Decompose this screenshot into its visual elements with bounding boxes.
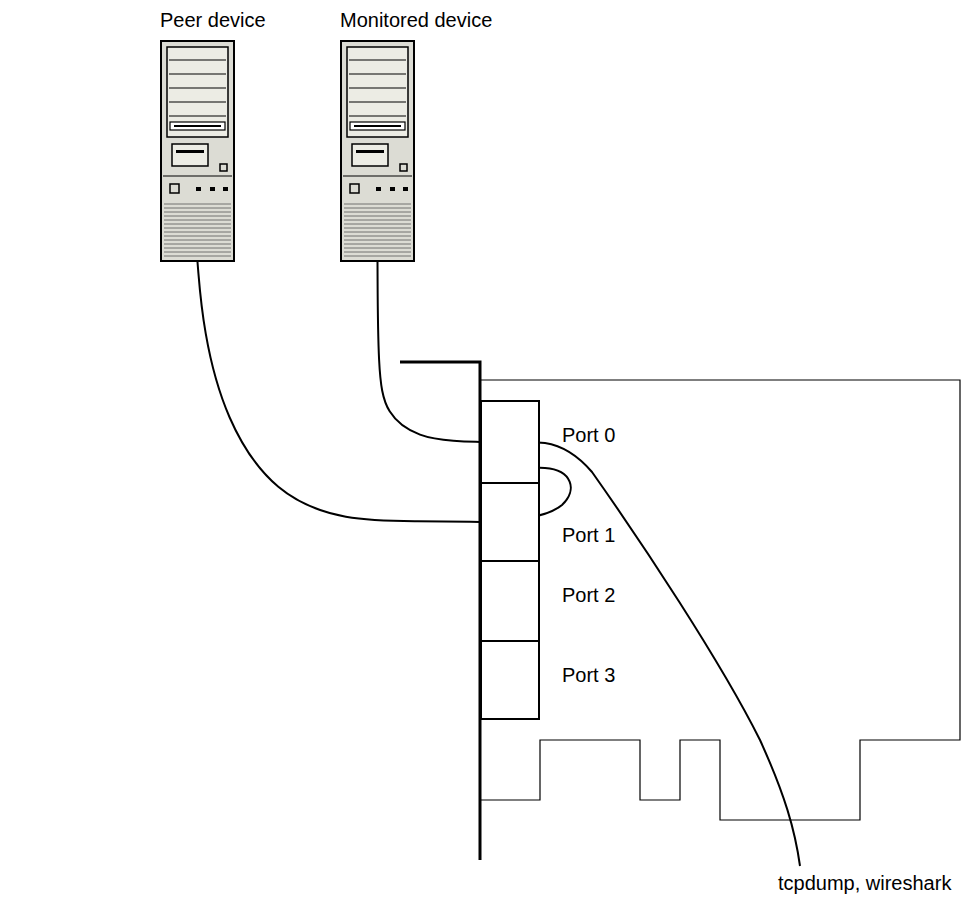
- network-port: Port 3: [480, 640, 540, 720]
- port-label: Port 3: [562, 664, 615, 687]
- port-label: Port 1: [562, 524, 615, 547]
- port-label: Port 0: [562, 424, 615, 447]
- tap-wire: [480, 441, 800, 866]
- device-label: Peer device: [160, 9, 266, 32]
- computer-illustration: [340, 40, 415, 262]
- computer-tower: Peer device: [160, 40, 235, 262]
- network-cable: [378, 262, 481, 442]
- mounting-bracket: [400, 362, 480, 860]
- network-port: Port 1: [480, 482, 540, 562]
- card-outline: [480, 380, 960, 820]
- tool-label: tcpdump, wireshark: [778, 872, 951, 895]
- network-port: Port 0: [480, 400, 540, 484]
- port-label: Port 2: [562, 584, 615, 607]
- network-cable: [198, 262, 481, 522]
- network-port: Port 2: [480, 560, 540, 642]
- device-label: Monitored device: [340, 9, 492, 32]
- computer-tower: Monitored device: [340, 40, 415, 262]
- computer-illustration: [160, 40, 235, 262]
